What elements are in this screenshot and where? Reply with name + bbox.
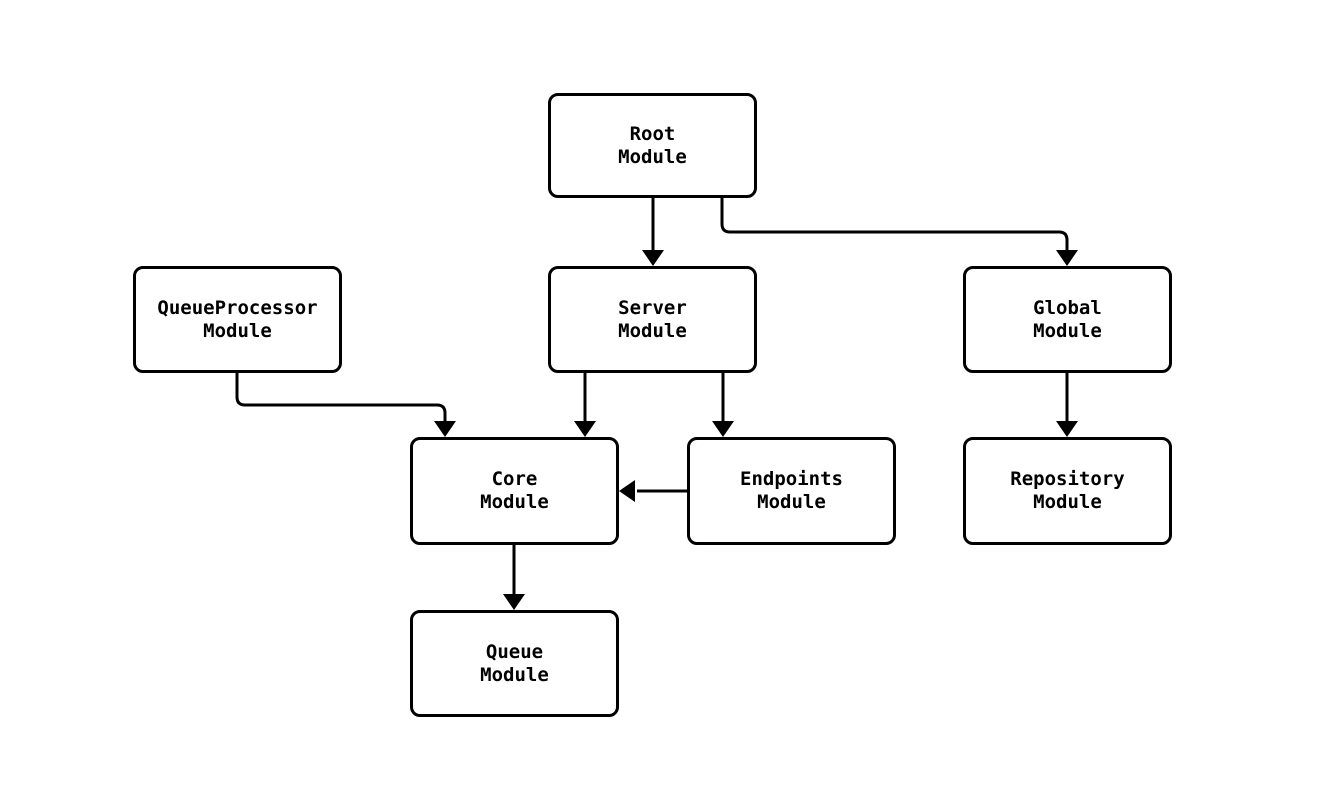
edge-root-global: [720, 198, 1078, 266]
node-label-line2: Module: [1033, 491, 1102, 513]
node-label-line2: Module: [757, 491, 826, 513]
node-label-line1: Core: [491, 468, 538, 490]
edge-root-server: [642, 198, 664, 266]
edge-core-queue: [503, 545, 525, 610]
edge-global-repository: [1056, 373, 1078, 437]
node-core-module: Core Module: [410, 437, 619, 545]
node-label-line1: Root: [629, 122, 676, 145]
node-root-module: Root Module: [548, 93, 757, 198]
node-label-line1: Endpoints: [740, 468, 843, 490]
node-label-line2: Module: [1033, 319, 1102, 342]
node-server-module: Server Module: [548, 266, 757, 373]
node-label-line2: Module: [618, 319, 687, 342]
node-label-line1: Queue: [485, 640, 544, 663]
node-label-line2: Module: [480, 491, 549, 513]
edge-server-core: [574, 373, 596, 437]
node-queue-module: Queue Module: [410, 610, 619, 717]
node-repository-module: Repository Module: [963, 437, 1172, 545]
node-label-line1: Server: [618, 296, 687, 319]
node-queueprocessor-module: QueueProcessor Module: [133, 266, 342, 373]
node-label-line2: Module: [203, 319, 272, 342]
edge-server-endpoints: [712, 373, 734, 437]
node-endpoints-module: Endpoints Module: [687, 437, 896, 545]
node-label-line2: Module: [480, 663, 549, 686]
edge-endpoints-core: [619, 480, 687, 502]
node-label-line1: Global: [1033, 296, 1102, 319]
node-global-module: Global Module: [963, 266, 1172, 373]
node-label-line2: Module: [618, 145, 687, 168]
node-label-line1: QueueProcessor: [157, 296, 318, 319]
node-label-line1: Repository: [1010, 468, 1125, 490]
edge-queueprocessor-core: [235, 373, 456, 437]
